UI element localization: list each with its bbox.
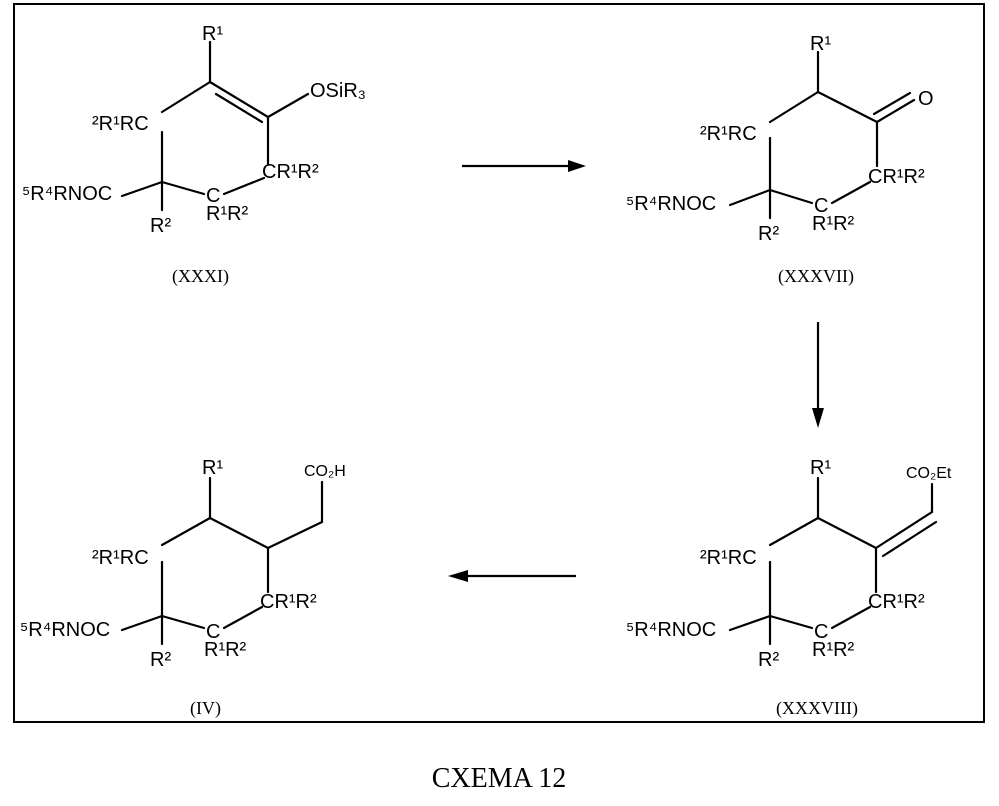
- arrow-left: [448, 570, 576, 582]
- substituent-r2: R²: [758, 223, 779, 245]
- ring-carbon-label: ²R¹RC: [700, 123, 757, 145]
- bond: [832, 607, 870, 628]
- substituent-r1: R¹: [810, 33, 831, 55]
- bond: [730, 190, 770, 205]
- bond: [162, 82, 210, 112]
- substituent-r2: R²: [758, 649, 779, 671]
- amide-label: ⁵R⁴RNOC: [20, 619, 110, 641]
- bond: [770, 518, 818, 545]
- compound-caption: (XXXVIII): [776, 698, 858, 719]
- carbonyl-bond-inner: [874, 93, 910, 114]
- ring-carbon-label: CR¹R²: [868, 591, 925, 613]
- compound-xxxviii: R¹ CO₂Et ²R¹RC CR¹R² ⁵R⁴RNOC C R¹R² R² (…: [626, 457, 952, 719]
- amide-label: ⁵R⁴RNOC: [22, 183, 112, 205]
- carbonyl-oxygen-label: O: [918, 88, 934, 110]
- arrow-down: [812, 322, 824, 428]
- compound-xxxi: R¹ OSiR₃ ²R¹RC CR¹R² ⁵R⁴RNOC C R¹R² R² (…: [22, 23, 366, 287]
- bond: [210, 518, 268, 548]
- ring-carbon-label: ²R¹RC: [700, 547, 757, 569]
- scheme-title: CXEMA 12: [432, 763, 567, 794]
- bond: [268, 522, 322, 548]
- bond: [210, 82, 268, 117]
- substituent-r1: R¹: [810, 457, 831, 479]
- ring-carbon-label: ²R¹RC: [92, 547, 149, 569]
- ester-label: CO₂Et: [906, 465, 952, 482]
- compound-caption: (IV): [190, 698, 221, 719]
- bond: [122, 182, 162, 196]
- bond: [730, 616, 770, 630]
- ring-substituent-label: R¹R²: [812, 639, 855, 661]
- bond: [818, 92, 877, 122]
- ring-carbon-label: ²R¹RC: [92, 113, 149, 135]
- bond: [770, 92, 818, 122]
- compound-iv: R¹ CO₂H ²R¹RC CR¹R² ⁵R⁴RNOC C R¹R² R² (I…: [20, 457, 346, 719]
- carbonyl-bond: [877, 100, 914, 122]
- bond: [224, 178, 264, 194]
- bond: [832, 182, 870, 203]
- bond: [268, 94, 308, 117]
- substituent-r1: R¹: [202, 23, 223, 45]
- bond: [818, 518, 876, 548]
- amide-label: ⁵R⁴RNOC: [626, 619, 716, 641]
- compound-xxxvii: R¹ O ²R¹RC CR¹R² ⁵R⁴RNOC C R¹R² R² (XXXV…: [626, 33, 934, 287]
- substituent-r2: R²: [150, 215, 171, 237]
- bond: [224, 607, 262, 628]
- ring-carbon-label: CR¹R²: [260, 591, 317, 613]
- scheme-border: [14, 4, 984, 722]
- bond: [770, 616, 812, 628]
- ring-substituent-label: R¹R²: [204, 639, 247, 661]
- amide-label: ⁵R⁴RNOC: [626, 193, 716, 215]
- compound-caption: (XXXVII): [778, 266, 854, 287]
- bond: [162, 616, 204, 628]
- ring-carbon-label: CR¹R²: [262, 161, 319, 183]
- silyl-ether-label: OSiR₃: [310, 80, 366, 102]
- bond: [122, 616, 162, 630]
- bond: [770, 190, 812, 203]
- substituent-r1: R¹: [202, 457, 223, 479]
- acid-label: CO₂H: [304, 463, 346, 480]
- ring-substituent-label: R¹R²: [206, 203, 249, 225]
- substituent-r2: R²: [150, 649, 171, 671]
- ring-substituent-label: R¹R²: [812, 213, 855, 235]
- ring-carbon-label: CR¹R²: [868, 166, 925, 188]
- bond: [162, 182, 204, 194]
- arrow-right: [462, 160, 586, 172]
- compound-caption: (XXXI): [172, 266, 229, 287]
- bond: [162, 518, 210, 545]
